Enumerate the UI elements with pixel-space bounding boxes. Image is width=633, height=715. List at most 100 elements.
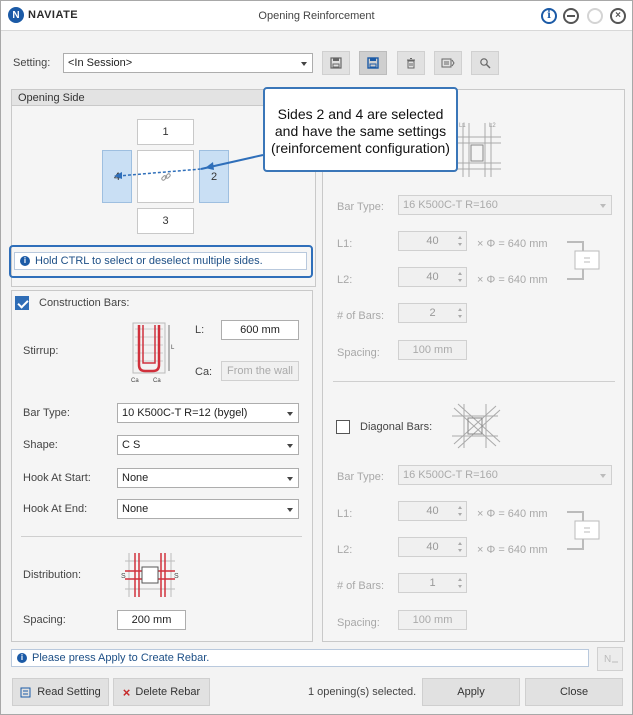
selection-callout: Sides 2 and 4 are selected and have the … <box>263 87 458 172</box>
shape-dropdown[interactable]: C S <box>117 435 299 455</box>
hook-end-dropdown[interactable]: None <box>117 499 299 519</box>
setting-value: <In Session> <box>68 57 133 69</box>
construction-bars-checkbox[interactable] <box>15 296 29 310</box>
stirrup-diagram: L Ca Ca <box>131 322 175 384</box>
side-1-label: 1 <box>162 126 169 138</box>
logo-badge: N <box>8 7 24 23</box>
chevron-down-icon <box>301 62 307 66</box>
minimize-icon[interactable] <box>563 8 579 24</box>
side-3-label: 3 <box>162 215 169 227</box>
multi-select-hint: i Hold CTRL to select or deselect multip… <box>14 252 307 270</box>
save-as-icon <box>367 57 379 69</box>
construction-divider <box>21 536 302 537</box>
diag-bar-type-label: Bar Type: <box>337 471 384 483</box>
diag-l2-label: L2: <box>337 544 353 556</box>
naviate-logo: N NAVIATE <box>8 7 78 23</box>
right-bars-count-stepper: 2 <box>398 303 467 323</box>
right-spacing-field: 100 mm <box>398 340 467 360</box>
stirrup-label: Stirrup: <box>23 345 59 357</box>
delete-rebar-button[interactable]: × Delete Rebar <box>113 678 210 706</box>
side-1-button[interactable]: 1 <box>137 119 194 145</box>
chevron-down-icon <box>287 444 293 448</box>
setting-dropdown[interactable]: <In Session> <box>63 53 313 73</box>
fig-l1-label: L1 <box>459 123 466 129</box>
stirrup-l-field[interactable]: 600 mm <box>221 320 299 340</box>
right-l1-value: 40 <box>426 235 439 247</box>
dist-spacing-left-mark: S <box>121 573 126 580</box>
title-bar: N NAVIATE Opening Reinforcement i × <box>1 1 632 31</box>
hint-highlight-frame <box>9 245 313 278</box>
diag-bars-count-label: # of Bars: <box>337 580 385 592</box>
delete-setting-button[interactable] <box>397 51 425 75</box>
diag-l1-stepper: 40 <box>398 501 467 521</box>
straight-bars-diagram: L1 L2 <box>449 123 501 177</box>
info-icon[interactable]: i <box>541 8 557 24</box>
diag-l2-value: 40 <box>426 541 439 553</box>
info-circle-icon: i <box>20 256 30 266</box>
close-icon[interactable]: × <box>610 8 626 24</box>
right-divider <box>333 381 615 382</box>
right-l2-formula: × Φ = 640 mm <box>477 274 548 286</box>
text-size-glyph: N <box>604 654 611 665</box>
bar-type-label: Bar Type: <box>23 407 70 419</box>
right-l2-stepper: 40 <box>398 267 467 287</box>
hook-start-dropdown[interactable]: None <box>117 468 299 488</box>
delete-icon <box>407 58 415 69</box>
close-button[interactable]: Close <box>525 678 623 706</box>
text-size-button: N <box>597 647 623 671</box>
diagonal-bars-checkbox[interactable] <box>336 420 350 434</box>
read-setting-label: Read Setting <box>37 686 101 698</box>
spacing-field[interactable]: 200 mm <box>117 610 186 630</box>
chevron-down-icon <box>600 204 606 208</box>
chevron-down-icon <box>287 477 293 481</box>
text-size-icon: N <box>604 654 618 665</box>
hook-start-label: Hook At Start: <box>23 472 91 484</box>
delete-rebar-label: Delete Rebar <box>135 686 201 698</box>
side-3-button[interactable]: 3 <box>137 208 194 234</box>
save-as-setting-button[interactable] <box>359 51 387 75</box>
diag-bars-count-stepper: 1 <box>398 573 467 593</box>
search-setting-icon <box>480 58 491 69</box>
right-bars-count-value: 2 <box>429 307 436 319</box>
setting-label: Setting: <box>13 57 51 69</box>
right-bar-type-dropdown: 16 K500C-T R=160 <box>398 195 612 215</box>
dist-spacing-right-mark: S <box>174 573 179 580</box>
callout-line-3: (reinforcement configuration) <box>271 140 450 156</box>
diag-bar-type-value: 16 K500C-T R=160 <box>403 469 498 481</box>
save-setting-button[interactable] <box>322 51 350 75</box>
right-l1-label: L1: <box>337 238 353 250</box>
rename-setting-button[interactable] <box>434 51 462 75</box>
shape-value: C S <box>122 439 141 451</box>
apply-label: Apply <box>457 686 485 698</box>
diag-spacing-field: 100 mm <box>398 610 467 630</box>
shape-label: Shape: <box>23 439 58 451</box>
bar-type-dropdown[interactable]: 10 K500C-T R=12 (bygel) <box>117 403 299 423</box>
diagonal-bars-label: Diagonal Bars: <box>360 421 433 433</box>
callout-line-2: and have the same settings <box>274 123 447 139</box>
bar-shape-icon <box>567 241 600 280</box>
chevron-down-icon <box>287 412 293 416</box>
diag-l2-stepper: 40 <box>398 537 467 557</box>
hook-end-label: Hook At End: <box>23 503 88 515</box>
link-icon <box>160 172 171 181</box>
construction-bars-label: Construction Bars: <box>39 297 130 309</box>
maximize-icon <box>587 8 603 24</box>
find-setting-button[interactable] <box>471 51 499 75</box>
multi-select-hint-text: Hold CTRL to select or deselect multiple… <box>35 255 263 267</box>
hook-end-value: None <box>122 503 149 515</box>
window-title: Opening Reinforcement <box>258 10 375 22</box>
selection-count-text: 1 opening(s) selected. <box>308 686 417 698</box>
right-bar-type-value: 16 K500C-T R=160 <box>403 199 498 211</box>
bar-type-value: 10 K500C-T R=12 (bygel) <box>122 407 248 419</box>
right-l2-value: 40 <box>426 271 439 283</box>
chevron-down-icon <box>287 508 293 512</box>
close-label: Close <box>559 686 589 698</box>
apply-button[interactable]: Apply <box>422 678 520 706</box>
hook-start-value: None <box>122 472 149 484</box>
right-l1-formula: × Φ = 640 mm <box>477 238 548 250</box>
diag-l1-formula: × Φ = 640 mm <box>477 508 548 520</box>
read-setting-button[interactable]: Read Setting <box>12 678 109 706</box>
diag-l1-label: L1: <box>337 508 353 520</box>
side-2-button[interactable]: 2 <box>199 150 229 203</box>
